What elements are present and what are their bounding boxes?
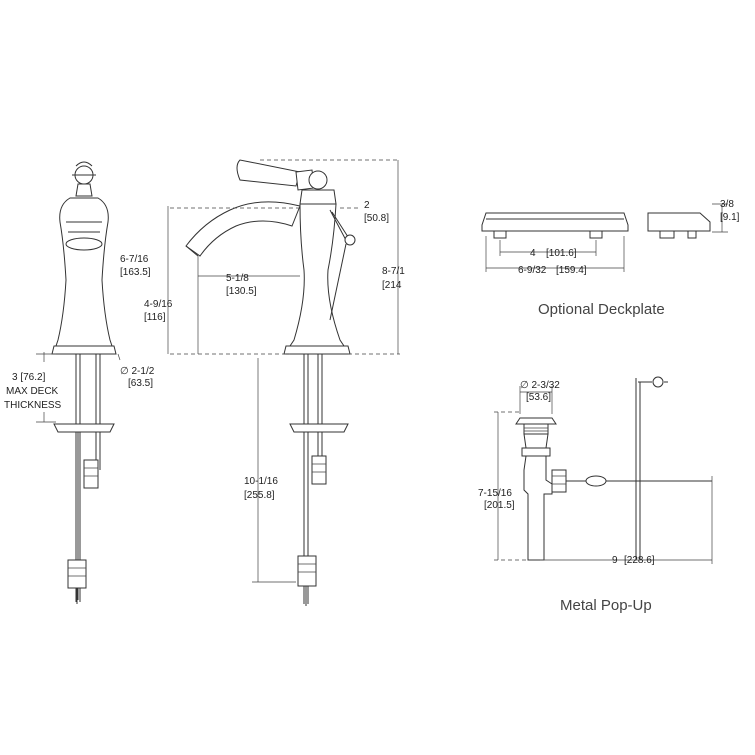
deck-thickness-dim: 3 [76.2] <box>12 372 46 383</box>
popup-diameter-dim: ∅ 2-3/32 <box>520 380 560 391</box>
popup-rod-mm: [228.6] <box>624 555 655 566</box>
handle-offset-mm: [50.8] <box>364 213 389 224</box>
popup-height-dim: 7-15/16 <box>478 488 512 499</box>
shank-length-mm: [255.8] <box>244 490 275 501</box>
deckplate-spacing-mm: [101.6] <box>546 248 577 259</box>
reach-dim: 5-1/8 <box>226 273 249 284</box>
reach-mm: [130.5] <box>226 286 257 297</box>
deckplate-height-dim: 3/8 <box>720 199 734 210</box>
deckplate-length-dim: 6-9/32 <box>518 265 547 276</box>
shank-length-dim: 10-1/16 <box>244 476 278 487</box>
spout-clearance-dim: 4-9/16 <box>144 299 173 310</box>
popup-caption: Metal Pop-Up <box>560 597 652 614</box>
faucet-side-view: 3 [76.2] MAX DECK THICKNESS ∅ 2-1/2 [63.… <box>4 161 155 604</box>
popup-diameter-mm: [53.6] <box>526 392 551 403</box>
deckplate-length-mm: [159.4] <box>556 265 587 276</box>
thickness-label: THICKNESS <box>4 400 62 411</box>
base-diameter-dim: ∅ 2-1/2 <box>120 366 155 377</box>
deckplate-drawing: 4 [101.6] 6-9/32 [159.4] 3/8 [9.1] Optio… <box>481 199 740 318</box>
overall-height-dim: 8-7/1 <box>382 266 405 277</box>
deckplate-height-mm: [9.1] <box>720 212 740 223</box>
spout-height-mm: [163.5] <box>120 267 151 278</box>
popup-drawing: ∅ 2-3/32 [53.6] 7-15/16 [201.5] 9 [228.6… <box>478 376 713 614</box>
max-deck-label: MAX DECK <box>6 386 59 397</box>
popup-height-mm: [201.5] <box>484 500 515 511</box>
base-diameter-mm: [63.5] <box>128 378 153 389</box>
popup-rod-dim: 9 <box>612 555 618 566</box>
spout-height-dim: 6-7/16 <box>120 254 149 265</box>
handle-offset-dim: 2 <box>364 200 370 211</box>
deckplate-spacing-dim: 4 <box>530 248 536 259</box>
overall-height-mm: [214 <box>382 280 402 291</box>
deckplate-caption: Optional Deckplate <box>538 301 665 318</box>
spout-clearance-mm: [116] <box>144 312 166 323</box>
faucet-front-view: 6-7/16 [163.5] 5-1/8 [130.5] 4-9/16 [116… <box>120 159 405 606</box>
